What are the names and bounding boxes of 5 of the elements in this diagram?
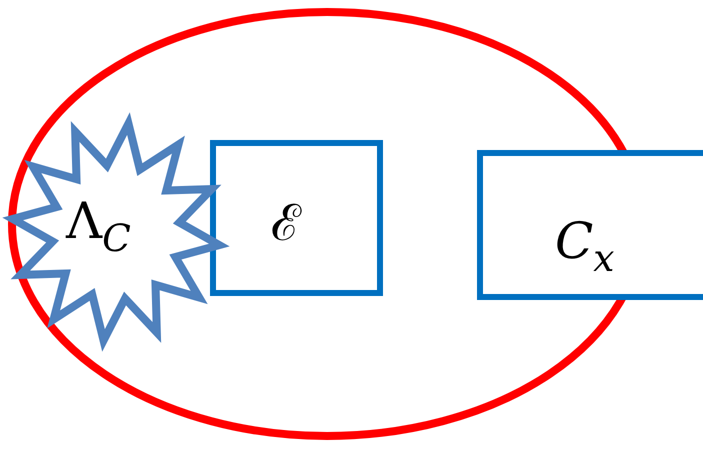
process-box [210,140,383,296]
math-label: Λ$_{C}$ [66,196,131,258]
process-box [477,150,703,300]
math-label: C$_{x}$ [555,216,614,278]
math-label: ℰ [271,198,301,248]
